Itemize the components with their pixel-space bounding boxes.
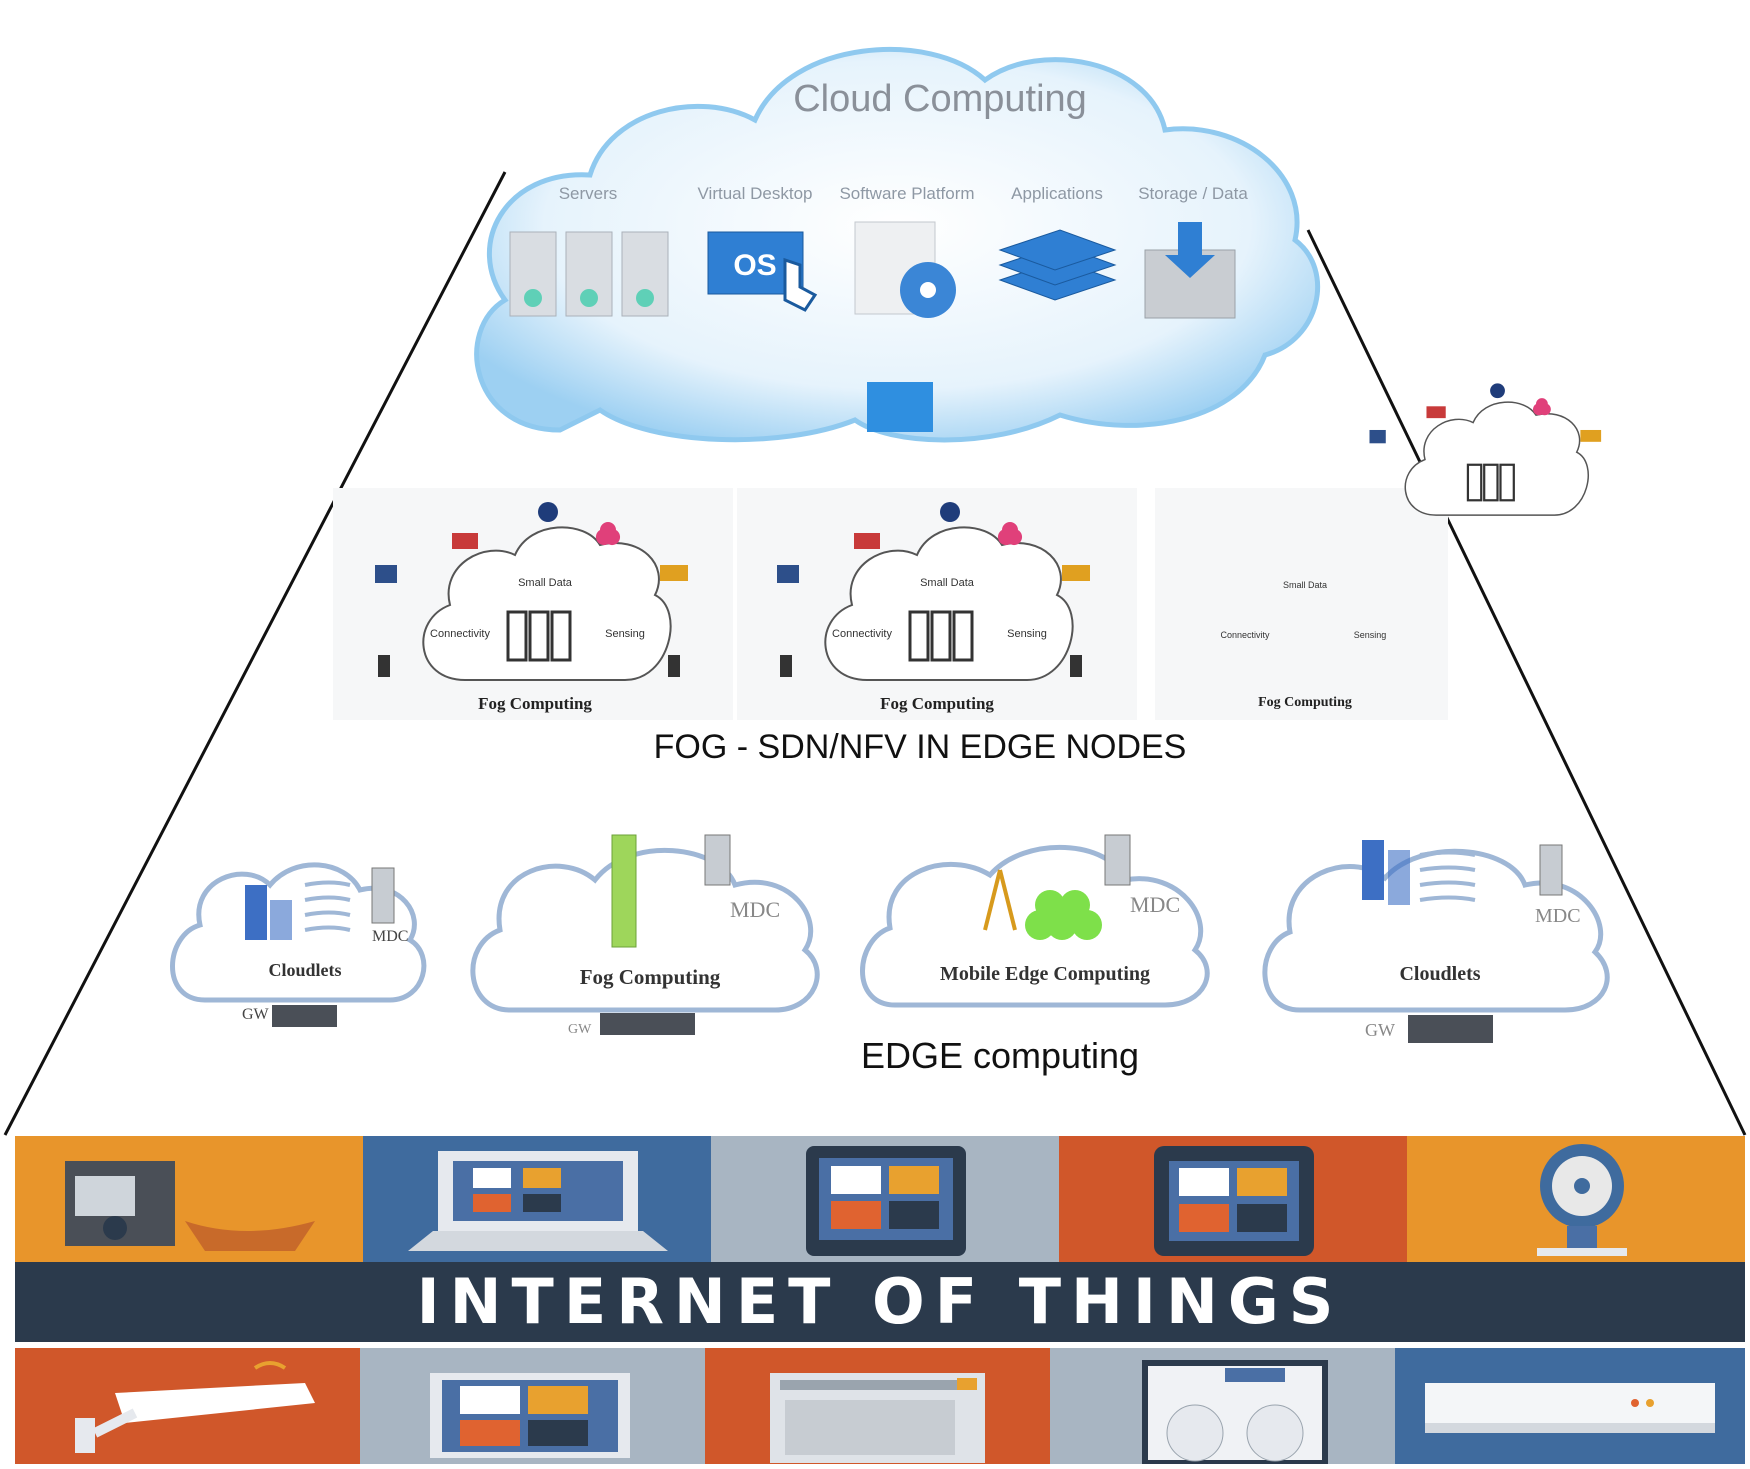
fog-connectivity-label: Connectivity	[832, 628, 892, 640]
edge-clouds	[170, 834, 1610, 1043]
fog-panel-title: Fog Computing	[880, 694, 994, 713]
servers-icon	[509, 231, 669, 317]
smartwatch-icon	[1059, 1136, 1407, 1262]
monitor-icon	[360, 1348, 705, 1464]
cloud-service-label: Servers	[558, 184, 618, 203]
fog-small-data-label: Small Data	[518, 577, 572, 589]
fog-caption: FOG - SDN/NFV IN EDGE NODES	[653, 728, 1187, 766]
fog-sensing-label: Sensing	[605, 628, 645, 640]
mdc-server-icon	[371, 867, 395, 924]
edge-cloud-label: Fog Computing	[579, 965, 721, 989]
cloud-service-label: Storage / Data	[1138, 184, 1248, 203]
iot-top-row	[15, 1136, 1745, 1262]
security-camera-icon	[15, 1348, 360, 1464]
mdc-label: MDC	[730, 897, 781, 922]
fog-diagrams	[375, 383, 1602, 681]
storage-icon	[1144, 222, 1236, 319]
cloud-computing-shape: OS	[474, 46, 1320, 443]
cloud-service-label: Applications	[1011, 184, 1103, 203]
iot-banner-text: INTERNET OF THINGS	[416, 1265, 1344, 1338]
gw-label: GW	[1365, 1020, 1395, 1040]
edge-cloud-label: Mobile Edge Computing	[939, 963, 1151, 985]
mdc-server-icon	[1104, 834, 1131, 886]
edge-cloud-label: Cloudlets	[268, 960, 342, 980]
laptop-icon	[363, 1136, 711, 1262]
air-conditioner-icon	[1395, 1348, 1745, 1464]
gateway-icon	[600, 1013, 695, 1035]
cloud-service-label: Virtual Desktop	[697, 184, 813, 203]
gw-label: GW	[568, 1022, 592, 1037]
fog-connectivity-label: Connectivity	[430, 628, 490, 640]
oven-icon	[705, 1348, 1050, 1464]
fog-tower-icon	[611, 834, 637, 948]
fog-connectivity-label: Connectivity	[1220, 630, 1270, 640]
fog-small-data-label: Small Data	[1282, 580, 1327, 590]
edge-cloud-label: Cloudlets	[1399, 963, 1481, 985]
fog-small-data-label: Small Data	[920, 577, 974, 589]
edge-caption: EDGE computing	[860, 1035, 1140, 1076]
fog-panel-title: Fog Computing	[478, 694, 592, 713]
applications-icon	[998, 229, 1117, 301]
mdc-label: MDC	[1535, 905, 1581, 927]
mdc-label: MDC	[1130, 892, 1181, 917]
mdc-label: MDC	[372, 928, 409, 945]
mobile-cells-icon	[1025, 890, 1102, 940]
software-platform-icon	[854, 221, 956, 318]
cloud-service-label: Software Platform	[839, 184, 975, 203]
fog-panel-title: Fog Computing	[1258, 695, 1352, 710]
dishwasher-icon	[1050, 1348, 1395, 1466]
iot-bottom-row	[15, 1348, 1745, 1466]
mdc-server-icon	[704, 834, 731, 886]
coffee-machine-icon	[15, 1136, 363, 1262]
svg-text:OS: OS	[733, 249, 776, 282]
fog-sensing-label: Sensing	[1007, 628, 1047, 640]
cloud-computing-title: Cloud Computing	[793, 78, 1087, 120]
fog-sensing-label: Sensing	[1353, 630, 1387, 640]
cloudlet-server-icon	[245, 885, 292, 940]
gw-label: GW	[242, 1006, 269, 1023]
wireless-signal-icon	[304, 880, 351, 932]
gateway-icon	[272, 1005, 337, 1027]
cell-tower-icon	[983, 869, 1017, 931]
cloud-connector	[867, 382, 933, 432]
fog-panel	[1155, 488, 1448, 720]
iot-banner-band	[15, 1262, 1745, 1342]
virtual-desktop-icon: OS	[707, 231, 818, 312]
tablet-icon	[711, 1136, 1059, 1262]
fan-icon	[1407, 1136, 1745, 1262]
